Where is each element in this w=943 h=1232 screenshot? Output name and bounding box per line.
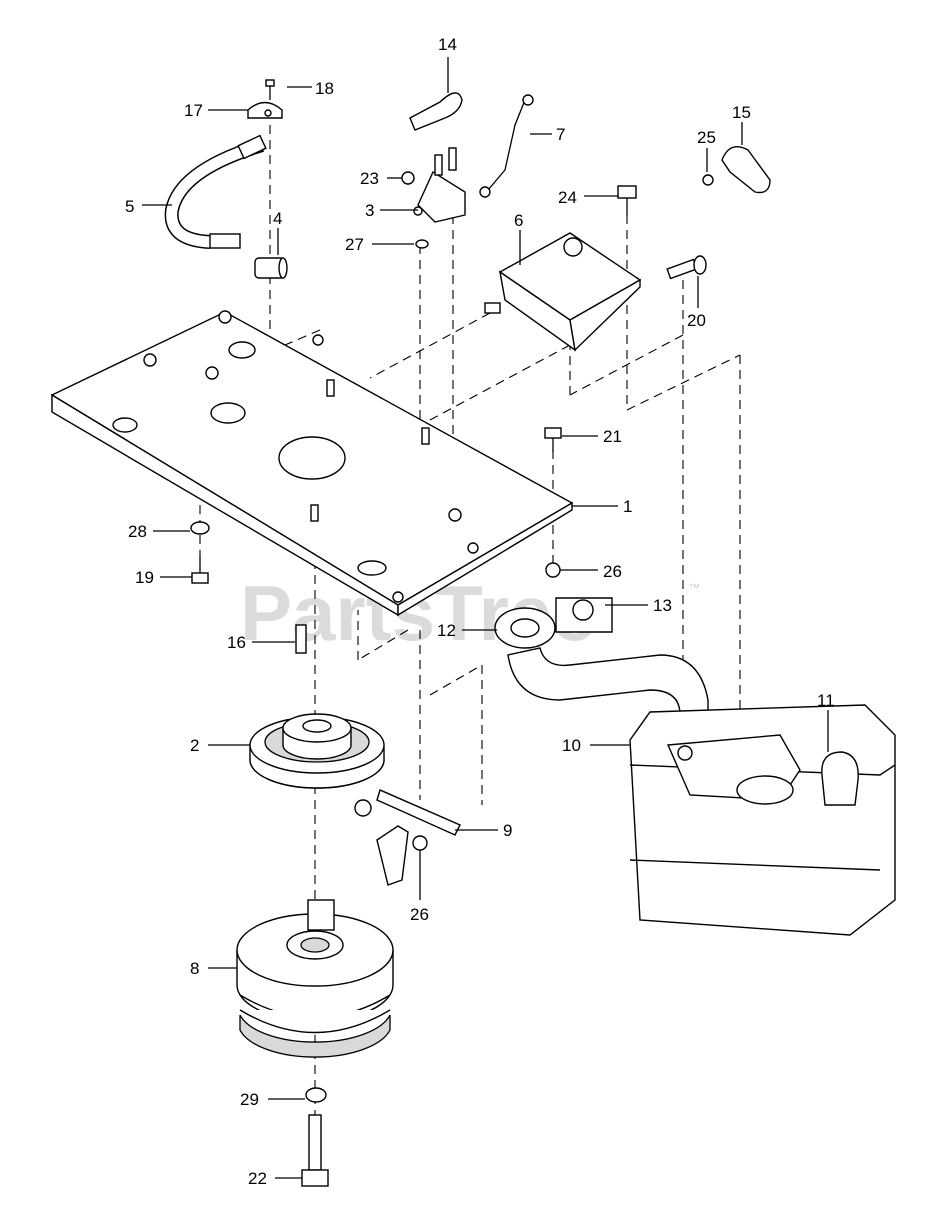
part-6-bracket (484, 232, 642, 352)
part-25-nut (702, 174, 714, 186)
callout-8: 8 (190, 959, 199, 978)
callout-14: 14 (438, 35, 457, 54)
callout-19: 19 (135, 568, 154, 587)
callout-23: 23 (360, 169, 379, 188)
callout-3: 3 (365, 201, 374, 220)
part-17-clamp (247, 101, 283, 119)
callout-26-lower: 26 (410, 905, 429, 924)
callout-1: 1 (623, 497, 632, 516)
callout-15: 15 (732, 103, 751, 122)
part-8-electric-clutch (236, 899, 394, 1058)
callout-4: 4 (273, 209, 282, 228)
callout-11: 11 (817, 691, 835, 710)
part-26-nut-upper (545, 562, 561, 578)
leader-lines (142, 57, 829, 1179)
callout-6: 6 (514, 211, 523, 230)
callout-28: 28 (128, 522, 147, 541)
callout-12: 12 (437, 621, 456, 640)
callout-22: 22 (248, 1169, 267, 1188)
callout-5: 5 (125, 197, 134, 216)
watermark-trademark: ™ (688, 581, 700, 595)
part-11-exhaust-elbow (821, 751, 859, 806)
part-9-bracket (354, 789, 461, 886)
callout-10: 10 (562, 736, 581, 755)
callout-29: 29 (240, 1090, 259, 1109)
callout-17: 17 (184, 101, 203, 120)
part-20-pin (666, 255, 707, 280)
part-26-nut-lower (412, 835, 428, 851)
part-23-nut (401, 171, 415, 185)
part-13-gasket (555, 597, 613, 633)
part-22-bolt (301, 1114, 329, 1187)
callout-13: 13 (653, 596, 672, 615)
callout-21: 21 (603, 427, 622, 446)
callout-25: 25 (697, 128, 716, 147)
callout-18: 18 (315, 79, 334, 98)
part-3-solenoid (413, 147, 466, 223)
part-27-washer (415, 239, 429, 249)
part-16-key (295, 624, 307, 654)
callout-9: 9 (503, 821, 512, 840)
part-19-bolt (191, 555, 209, 584)
callout-16: 16 (227, 633, 246, 652)
part-21-bolt (544, 427, 562, 452)
callout-2: 2 (190, 736, 199, 755)
part-4-fitting (254, 257, 288, 279)
callout-24: 24 (558, 188, 577, 207)
part-10-muffler (629, 704, 896, 936)
callout-27: 27 (345, 235, 364, 254)
part-15-terminal-boot (721, 146, 771, 194)
callout-20: 20 (687, 311, 706, 330)
part-24-bolt (617, 185, 637, 215)
callout-26-upper: 26 (603, 562, 622, 581)
part-2-pulley (249, 713, 385, 789)
part-7-ground-cable (479, 94, 534, 198)
part-28-washer (190, 521, 210, 535)
callout-labels: 14 18 17 15 25 7 23 24 5 3 6 4 27 20 21 … (125, 35, 835, 1188)
callout-7: 7 (556, 125, 565, 144)
part-29-washer (305, 1087, 327, 1103)
part-5-fuel-hose (164, 134, 267, 249)
part-1-mounting-plate (50, 310, 574, 617)
part-14-terminal-boot (409, 92, 463, 131)
part-18-screw (265, 79, 275, 100)
